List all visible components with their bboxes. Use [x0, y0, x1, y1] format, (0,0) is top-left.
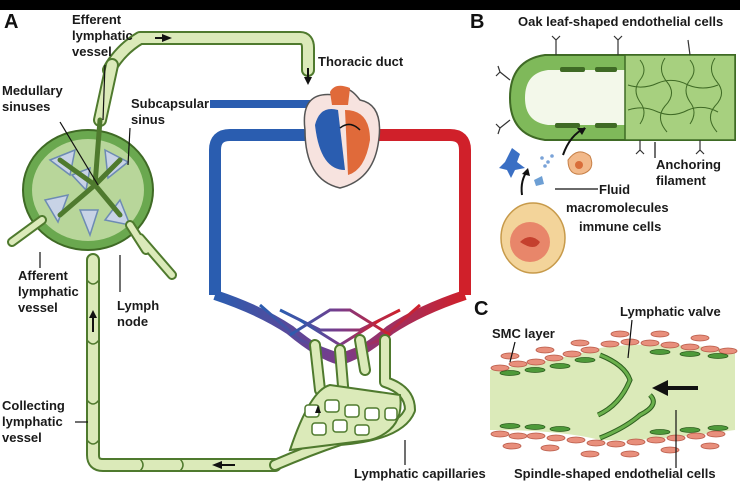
panel-b-label: B [470, 11, 484, 33]
panel-c: C SMC layer Lymphatic valve [474, 298, 738, 481]
subcapsular-label-1: Subcapsular [131, 96, 209, 111]
collecting-label-3: vessel [2, 430, 42, 445]
oak-leaf-label: Oak leaf-shaped endothelial cells [518, 14, 723, 29]
oak-cell-borders [627, 57, 722, 133]
lymphatic-system-figure: A Efferent lymphatic vessel Medullary si… [0, 10, 740, 482]
collecting-valve-markers [86, 279, 184, 472]
anchoring-filaments [495, 35, 705, 155]
lymphatic-capillary-network [269, 334, 416, 471]
collecting-label-2: lymphatic [2, 414, 63, 429]
lymph-node-label-2: node [117, 314, 148, 329]
flow-arrow-left-icon [652, 380, 698, 396]
lymphatic-valve-leaflets [596, 352, 656, 441]
macromolecules-label: macromolecules [566, 200, 669, 215]
panel-b: B Oak leaf-shaped endothelial cells [470, 11, 736, 274]
heart [303, 85, 381, 189]
immune-cells-label: immune cells [579, 219, 661, 234]
arrow-down-thoracic [304, 77, 312, 85]
arrow-right-efferent [162, 34, 172, 42]
medullary-label-1: Medullary [2, 83, 63, 98]
lymphatic-valve-label: Lymphatic valve [620, 304, 721, 319]
lymph-node [7, 117, 177, 280]
capillaries-label: Lymphatic capillaries [354, 466, 486, 481]
fluid-label: Fluid [599, 182, 630, 197]
panel-a-label: A [4, 11, 18, 33]
smc-layer-label: SMC layer [492, 326, 555, 341]
immune-cells [499, 148, 593, 274]
afferent-label-2: lymphatic [18, 284, 79, 299]
smc-cells [490, 330, 738, 458]
collecting-label-1: Collecting [2, 398, 65, 413]
panel-c-label: C [474, 298, 488, 320]
lymph-node-label-1: Lymph [117, 298, 159, 313]
flow-arrows [89, 34, 312, 469]
efferent-label-1: Efferent [72, 12, 122, 27]
thoracic-duct-label: Thoracic duct [318, 54, 404, 69]
spindle-cells-label: Spindle-shaped endothelial cells [514, 466, 716, 481]
afferent-label-3: vessel [18, 300, 58, 315]
anchoring-label-2: filament [656, 173, 707, 188]
panel-a: A Efferent lymphatic vessel Medullary si… [2, 11, 486, 481]
anchoring-label-1: Anchoring [656, 157, 721, 172]
afferent-label-1: Afferent [18, 268, 69, 283]
efferent-label-3: vessel [72, 44, 112, 59]
collecting-vessel-body [490, 344, 735, 441]
arrow-left-bottom [212, 461, 222, 469]
spindle-endothelial-cells [499, 349, 729, 435]
arrow-up-collecting [89, 310, 97, 318]
medullary-label-2: sinuses [2, 99, 50, 114]
leader-lines-a [39, 64, 406, 465]
figure-svg: A Efferent lymphatic vessel Medullary si… [2, 11, 738, 481]
efferent-label-2: lymphatic [72, 28, 133, 43]
subcapsular-label-2: sinus [131, 112, 165, 127]
